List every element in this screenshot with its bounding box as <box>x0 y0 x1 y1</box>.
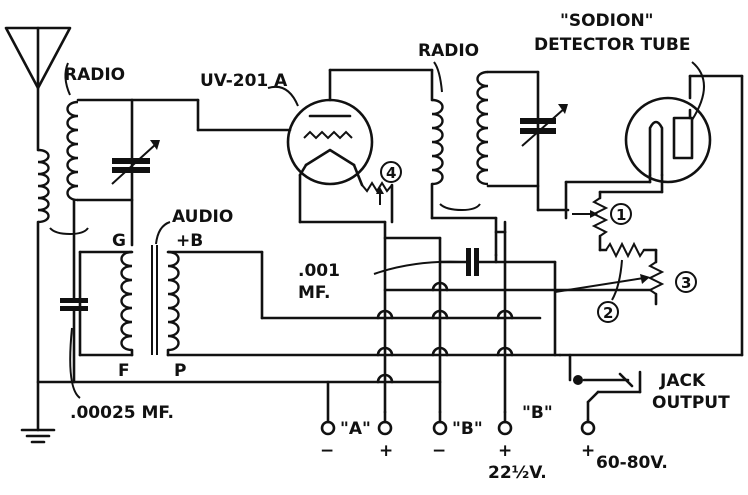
callout-4-circle <box>380 161 402 183</box>
label-1: 1 <box>616 206 626 224</box>
label-jack: JACK <box>659 371 706 391</box>
label-plus-3: + <box>581 441 595 461</box>
label-uv201a: UV-201 A <box>200 71 288 91</box>
label-term-b2: "B" <box>522 403 553 423</box>
callout-2-circle <box>597 301 619 323</box>
primary-coil-left <box>37 148 50 224</box>
terminal-b-plus-6080v[interactable] <box>580 418 596 436</box>
label-plus-b: +B <box>176 231 203 251</box>
coil-bracket-left <box>49 227 89 236</box>
label-audio: AUDIO <box>172 207 233 227</box>
label-2: 2 <box>603 304 613 322</box>
rheostat-4 <box>361 181 394 224</box>
terminal-b-minus[interactable] <box>432 410 448 436</box>
rheostat-3 <box>554 261 665 306</box>
bus-wiring <box>376 220 744 414</box>
radio-left-arrow <box>64 62 71 96</box>
label-4: 4 <box>386 164 396 182</box>
antenna-icon <box>4 26 72 152</box>
coil-bracket-right <box>439 203 481 212</box>
cap-00025-arrow <box>69 327 81 399</box>
audio-transformer <box>120 245 180 355</box>
terminal-b-plus-22v[interactable] <box>497 410 513 436</box>
sodion-tube <box>624 96 712 184</box>
label-f: F <box>118 361 130 381</box>
rf-coil-right <box>431 70 489 186</box>
audio-arrow <box>155 221 171 245</box>
label-6080v: 60-80V. <box>596 453 668 473</box>
label-2-arrow <box>611 259 623 301</box>
sodion-label-arrow <box>691 61 705 121</box>
variable-capacitor-right <box>520 104 568 147</box>
label-radio-right: RADIO <box>418 41 479 61</box>
label-22v: 22½V. <box>488 463 547 483</box>
ground-icon <box>20 428 56 444</box>
cap-001-arrow <box>373 260 463 275</box>
label-term-b1: "B" <box>452 419 483 439</box>
resistor-2 <box>598 241 658 264</box>
label-g: G <box>112 231 126 251</box>
label-p: P <box>174 361 186 381</box>
label-minus-1: − <box>320 441 334 461</box>
jack-output-icon <box>568 353 642 422</box>
radio-right-arrow <box>433 61 443 93</box>
label-radio-left: RADIO <box>64 65 125 85</box>
callout-1-circle <box>610 203 632 225</box>
secondary-coil-left <box>66 100 79 202</box>
label-3: 3 <box>681 274 691 292</box>
capacitor-00025 <box>60 198 88 384</box>
uv201a-tube <box>286 68 374 186</box>
label-cap-001: .001 <box>298 261 340 281</box>
label-detector-tube: DETECTOR TUBE <box>534 35 690 55</box>
label-term-a: "A" <box>340 419 371 439</box>
terminal-a-minus[interactable] <box>320 380 336 436</box>
label-plus-1: + <box>379 441 393 461</box>
label-minus-2: − <box>432 441 446 461</box>
label-sodion: "SODION" <box>560 11 654 31</box>
callout-3-circle <box>675 271 697 293</box>
label-cap-00025: .00025 MF. <box>70 403 174 423</box>
terminal-a-plus[interactable] <box>377 410 393 436</box>
label-plus-2: + <box>498 441 512 461</box>
label-mf: MF. <box>298 283 331 303</box>
tube-label-arrow <box>267 85 299 107</box>
potentiometer-1 <box>572 190 609 252</box>
variable-capacitor-left <box>111 140 160 185</box>
label-output: OUTPUT <box>652 393 730 413</box>
